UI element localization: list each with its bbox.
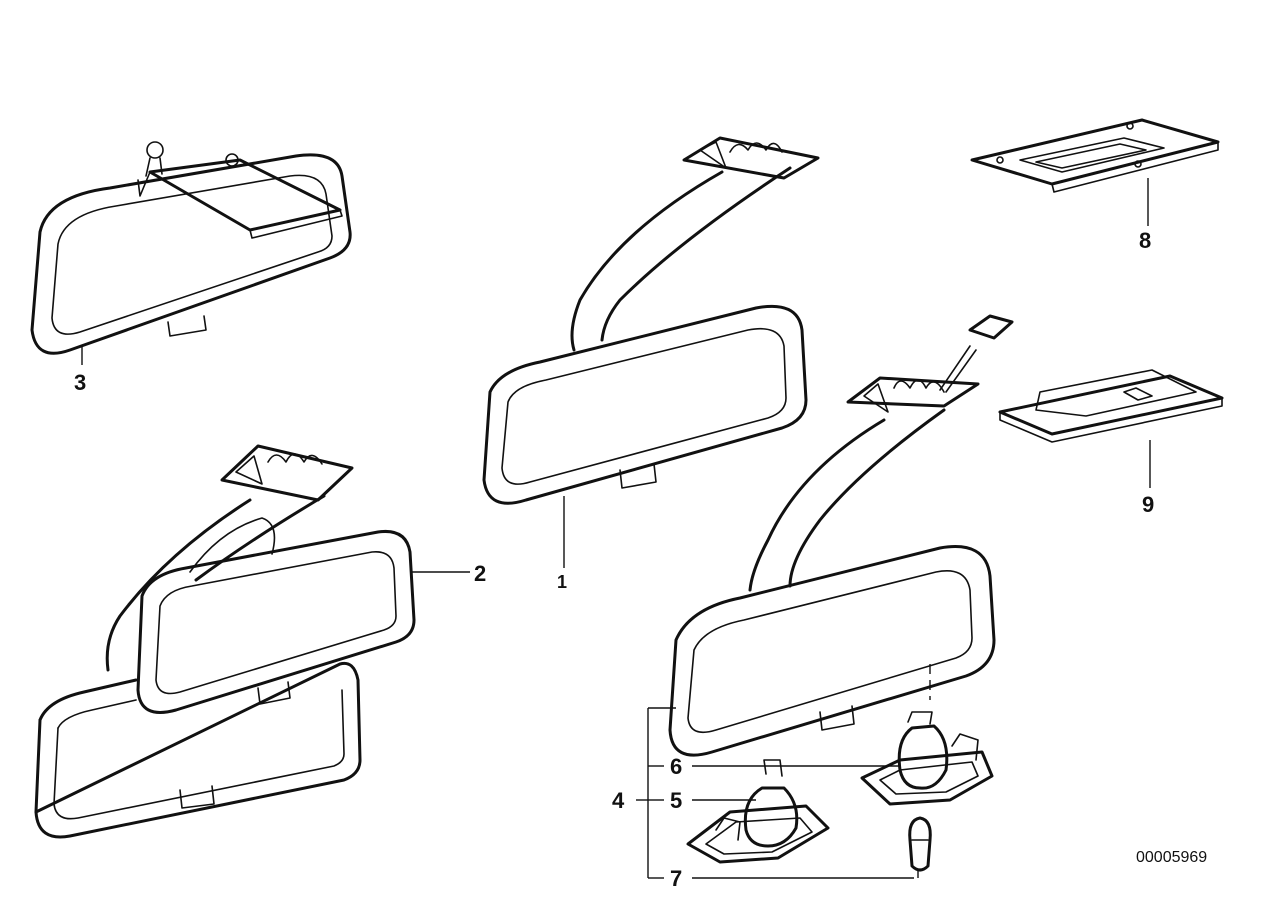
callout-bracket-4 xyxy=(636,707,919,879)
part-9-cover xyxy=(998,369,1224,488)
part-2-mirror-pair xyxy=(34,444,470,839)
callout-8: 8 xyxy=(1139,228,1151,253)
callout-7: 7 xyxy=(670,866,682,891)
callout-1: 1 xyxy=(557,572,567,592)
part-4-mirror-with-lamp xyxy=(668,314,1014,757)
callout-2: 2 xyxy=(474,561,486,586)
part-6-lamp-holder xyxy=(860,711,994,806)
part-3-mirror-with-bracket xyxy=(30,141,352,365)
callout-5: 5 xyxy=(670,788,682,813)
callout-4: 4 xyxy=(612,788,625,813)
callout-9: 9 xyxy=(1142,492,1154,517)
callout-6: 6 xyxy=(670,754,682,779)
part-7-bulb xyxy=(908,816,932,872)
part-5-lamp-holder xyxy=(686,759,830,864)
callout-3: 3 xyxy=(74,370,86,395)
part-8-plate xyxy=(970,118,1220,226)
reference-number: 00005969 xyxy=(1136,849,1207,866)
part-1-mirror-with-arm xyxy=(482,136,820,568)
